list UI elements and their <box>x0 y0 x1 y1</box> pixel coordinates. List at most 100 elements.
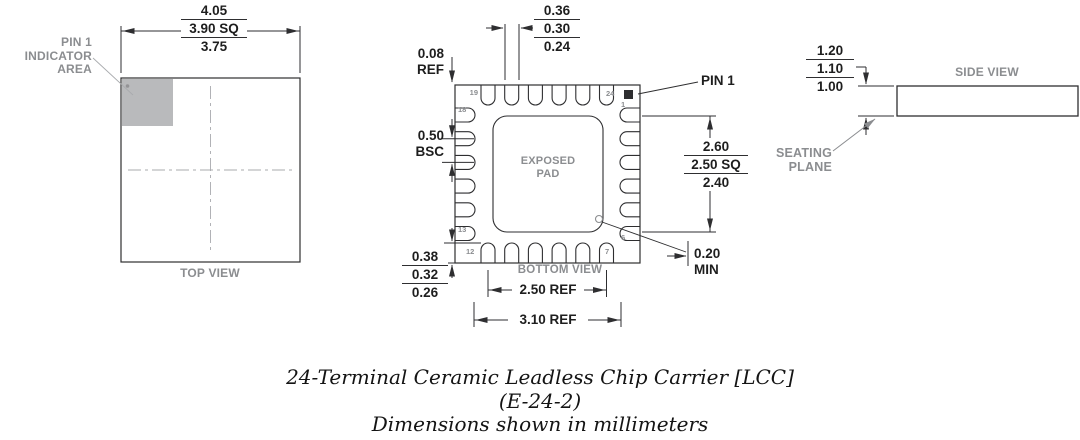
dim-value: 0.38 <box>411 249 439 264</box>
exposed-pad-orientation-dot <box>594 214 604 224</box>
pin-number-19: 19 <box>469 88 478 97</box>
terminal-pad <box>455 202 476 218</box>
pin1-indicator-leader <box>92 57 134 96</box>
dim-terminal-width: 0.36 0.30 0.24 <box>534 2 580 55</box>
dim-value: 0.30 <box>534 19 580 37</box>
dim-value: BSC <box>415 144 444 159</box>
terminal-pad <box>619 178 640 194</box>
terminal-pads-bottom <box>480 242 615 263</box>
terminal-pad <box>575 85 591 106</box>
exposed-pad-label: EXPOSED PAD <box>508 155 588 180</box>
dim-value: 2.60 <box>702 139 730 154</box>
terminal-pad <box>619 202 640 218</box>
bottom-view-label: BOTTOM VIEW <box>517 264 603 276</box>
pin-number-7: 7 <box>605 247 610 256</box>
dim-body-square: 4.05 3.90 SQ 3.75 <box>181 2 247 55</box>
label-line: EXPOSED <box>520 155 576 167</box>
terminal-pad <box>598 85 615 106</box>
dim-terminal-length: 0.38 0.32 0.26 <box>402 248 448 301</box>
label-line: SEATING <box>775 146 832 160</box>
terminal-pad <box>504 85 520 106</box>
terminal-pad <box>551 242 567 263</box>
dim-value: 1.00 <box>806 77 854 95</box>
terminal-pad <box>455 154 476 170</box>
terminal-pad <box>455 107 476 123</box>
dim-value: 0.26 <box>402 283 448 301</box>
terminal-pads-right <box>619 107 640 242</box>
exposed-pad-outline <box>492 115 604 233</box>
dim-value: 0.20 <box>694 246 721 261</box>
dim-clearance-min: 0.20 MIN <box>694 246 742 278</box>
pin-number-6: 6 <box>621 233 626 242</box>
terminal-pad <box>455 131 476 147</box>
label-line: PLANE <box>788 160 832 174</box>
dim-value: 1.10 <box>806 59 854 77</box>
pin1-marker <box>624 90 633 99</box>
dim-value: 0.08 <box>417 46 444 61</box>
seating-plane-leader <box>832 118 876 152</box>
dim-value: 2.50 SQ <box>684 155 748 173</box>
dim-value: 2.40 <box>684 173 748 191</box>
terminal-pads-top <box>480 85 615 106</box>
terminal-pad <box>480 242 496 263</box>
pin-number-18: 18 <box>458 105 467 114</box>
dim-value: 4.05 <box>200 3 228 18</box>
terminal-pad <box>527 85 543 106</box>
pin-number-13: 13 <box>458 225 467 234</box>
terminal-pad <box>619 154 640 170</box>
label-line: PIN 1 <box>60 35 92 49</box>
terminal-pad <box>504 242 520 263</box>
dim-package-height: 1.20 1.10 1.00 <box>806 42 854 95</box>
pin-number-24: 24 <box>606 89 615 98</box>
caption-package-code: (E-24-2) <box>498 389 582 413</box>
seating-plane-label: SEATING PLANE <box>750 146 832 174</box>
dim-lead-span-ref: 2.50 REF <box>512 282 584 298</box>
dim-value: 0.50 <box>417 128 444 143</box>
caption-title: 24-Terminal Ceramic Leadless Chip Carrie… <box>286 365 794 389</box>
terminal-pad <box>598 242 615 263</box>
dim-value: 0.36 <box>543 3 571 18</box>
terminal-pads-left <box>455 107 476 242</box>
dim-value: REF <box>417 62 444 77</box>
label-line: INDICATOR <box>24 48 92 63</box>
caption-units-note: Dimensions shown in millimeters <box>371 412 709 436</box>
terminal-pad <box>455 178 476 194</box>
dim-value: 1.20 <box>816 43 844 58</box>
height-dimension-lines <box>856 66 894 135</box>
pin-number-12: 12 <box>466 247 475 256</box>
centerlines <box>128 86 293 254</box>
terminal-pad <box>551 85 567 106</box>
pin1-leader <box>637 81 699 95</box>
top-view-drawing <box>92 26 301 263</box>
pin1-corner-dot <box>125 84 130 88</box>
pin1-label: PIN 1 <box>701 73 735 88</box>
side-view-drawing <box>832 66 1079 152</box>
label-line: AREA <box>57 62 92 76</box>
bottom-view-body <box>454 84 641 264</box>
pin-number-1: 1 <box>621 100 626 109</box>
dim-value: 3.90 SQ <box>181 19 247 37</box>
top-view-label: TOP VIEW <box>180 266 240 280</box>
side-view-label: SIDE VIEW <box>955 65 1019 79</box>
dim-value: MIN <box>694 262 719 277</box>
terminal-pad <box>455 225 476 242</box>
bottom-view-drawing <box>454 81 699 264</box>
pin1-indicator-label: PIN 1 INDICATOR AREA <box>6 35 92 77</box>
terminal-pad <box>619 225 640 242</box>
dim-pad-span-ref: 3.10 REF <box>508 312 588 328</box>
pin1-indicator-area <box>122 79 173 126</box>
dim-value: 3.75 <box>181 37 247 55</box>
terminal-pad <box>619 107 640 123</box>
dim-value: 0.24 <box>534 37 580 55</box>
dim-exposed-pad-square: 2.60 2.50 SQ 2.40 <box>684 138 748 191</box>
terminal-pad <box>527 242 543 263</box>
dim-value: 0.32 <box>402 265 448 283</box>
terminal-pad <box>575 242 591 263</box>
terminal-pad <box>480 85 496 106</box>
terminal-pad <box>619 131 640 147</box>
label-line: PAD <box>536 167 560 180</box>
side-view-body <box>896 85 1079 117</box>
dim-lead-pitch: 0.50 BSC <box>398 128 444 160</box>
